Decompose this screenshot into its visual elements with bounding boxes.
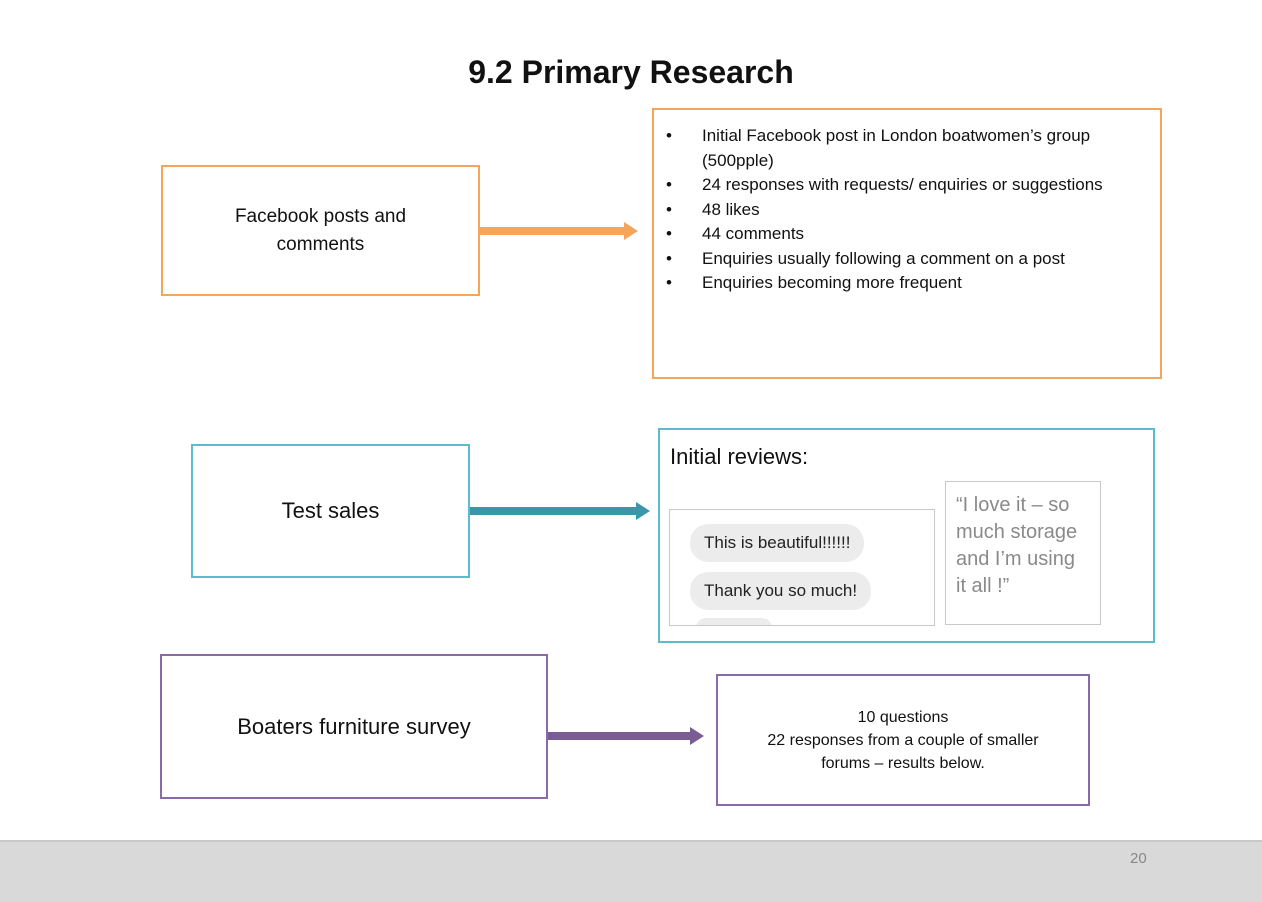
test-sales-label: Test sales [281,498,380,523]
message-bubble: Thank you so much! [690,572,872,610]
slide-title: 9.2 Primary Research [468,54,794,90]
quote-box: “I love it – so much storage and I’m usi… [945,481,1101,625]
reviews-heading: Initial reviews: [670,444,809,469]
bullet-icon: • [666,175,672,194]
survey-details-box: 10 questions 22 responses from a couple … [716,674,1090,806]
bullet-item: •48 likes [656,198,1150,223]
survey-label: Boaters furniture survey [237,713,471,739]
survey-detail: 10 questions [857,708,949,726]
message-bubble-partial [696,618,772,625]
test-sales-box: Test sales [191,444,470,578]
survey-detail: 22 responses from a couple of smaller fo… [767,731,1039,772]
facebook-details-box: •Initial Facebook post in London boatwom… [652,108,1162,379]
bottom-band [0,840,1262,902]
facebook-arrow [480,222,640,240]
message-screenshot: This is beautiful!!!!!! Thank you so muc… [669,509,935,626]
review-quote: “I love it – so much storage and I’m usi… [956,494,1078,597]
bullet-item: •44 comments [656,222,1150,247]
reviews-box: Initial reviews: This is beautiful!!!!!!… [658,428,1155,643]
facebook-box: Facebook posts and comments [161,165,480,296]
bullet-item: •Enquiries becoming more frequent [656,271,1150,296]
facebook-bullets: •Initial Facebook post in London boatwom… [656,124,1150,296]
bullet-item: •Enquiries usually following a comment o… [656,247,1150,272]
page-number: 20 [1130,850,1147,867]
facebook-label: Facebook posts and comments [234,205,407,255]
bullet-icon: • [666,199,672,219]
survey-box: Boaters furniture survey [160,654,548,799]
bullet-item: •Initial Facebook post in London boatwom… [666,126,1091,170]
survey-arrow [548,727,706,745]
bullet-item: •24 responses with requests/ enquiries o… [656,173,1150,198]
message-bubble: This is beautiful!!!!!! [690,524,865,562]
test-sales-arrow [470,502,652,520]
bullet-icon: • [666,248,672,268]
bullet-icon: • [666,126,672,145]
bullet-icon: • [666,224,672,243]
bullet-icon: • [666,273,672,292]
